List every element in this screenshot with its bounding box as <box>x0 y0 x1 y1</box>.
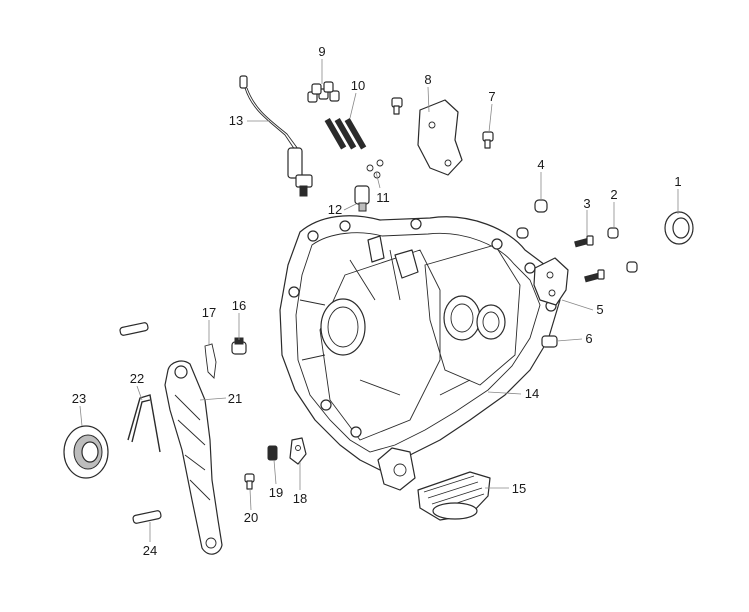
part-11-o-rings <box>366 159 384 179</box>
part-17-retaining-clip <box>204 343 217 379</box>
callout-13: 13 <box>229 113 243 128</box>
callout-6: 6 <box>585 331 592 346</box>
part-15-dust-boot <box>417 471 491 521</box>
part-13-switch-cable <box>239 75 313 197</box>
callout-18: 18 <box>293 491 307 506</box>
part-24-pivot-pins <box>119 322 162 524</box>
part-23-release-bearing <box>63 425 109 479</box>
part-16-bleeder-valve <box>231 337 247 355</box>
callout-10: 10 <box>351 78 365 93</box>
callout-12: 12 <box>328 202 342 217</box>
part-8-mounting-bracket <box>391 97 463 176</box>
callout-9: 9 <box>318 44 325 59</box>
part-5-bracket <box>533 257 569 306</box>
callout-11: 11 <box>376 190 390 205</box>
callout-16: 16 <box>232 298 246 313</box>
callout-7: 7 <box>488 89 495 104</box>
callout-19: 19 <box>269 485 283 500</box>
callout-1: 1 <box>674 174 681 189</box>
callout-8: 8 <box>424 72 431 87</box>
callout-3: 3 <box>583 196 590 211</box>
part-14-clutch-housing <box>279 215 561 491</box>
callout-4: 4 <box>537 157 544 172</box>
part-4-dowel-pins <box>516 199 548 239</box>
part-19-spring <box>267 445 278 461</box>
part-1-oil-seal <box>664 211 694 245</box>
callout-5: 5 <box>596 302 603 317</box>
part-7-bolt <box>482 131 494 149</box>
callout-17: 17 <box>202 305 216 320</box>
callout-14: 14 <box>525 386 539 401</box>
part-2-bushings <box>607 227 638 273</box>
part-12-sensor <box>354 185 370 212</box>
callout-22: 22 <box>130 371 144 386</box>
callout-2: 2 <box>610 187 617 202</box>
callout-20: 20 <box>244 510 258 525</box>
leader-lines <box>79 59 679 542</box>
part-18-bracket <box>289 437 307 465</box>
callout-labels: 1 2 3 4 5 6 7 8 9 10 11 12 13 14 15 16 1… <box>72 44 682 558</box>
part-6-plug <box>541 335 558 348</box>
part-22-spring-clip <box>127 394 161 453</box>
part-9-nuts <box>307 81 340 103</box>
part-3-bolts <box>574 235 605 283</box>
part-20-screw <box>244 473 255 490</box>
callout-15: 15 <box>512 481 526 496</box>
callout-24: 24 <box>143 543 157 558</box>
part-21-release-fork <box>164 360 223 555</box>
part-10-studs <box>324 117 367 150</box>
callout-21: 21 <box>228 391 242 406</box>
callout-23: 23 <box>72 391 86 406</box>
